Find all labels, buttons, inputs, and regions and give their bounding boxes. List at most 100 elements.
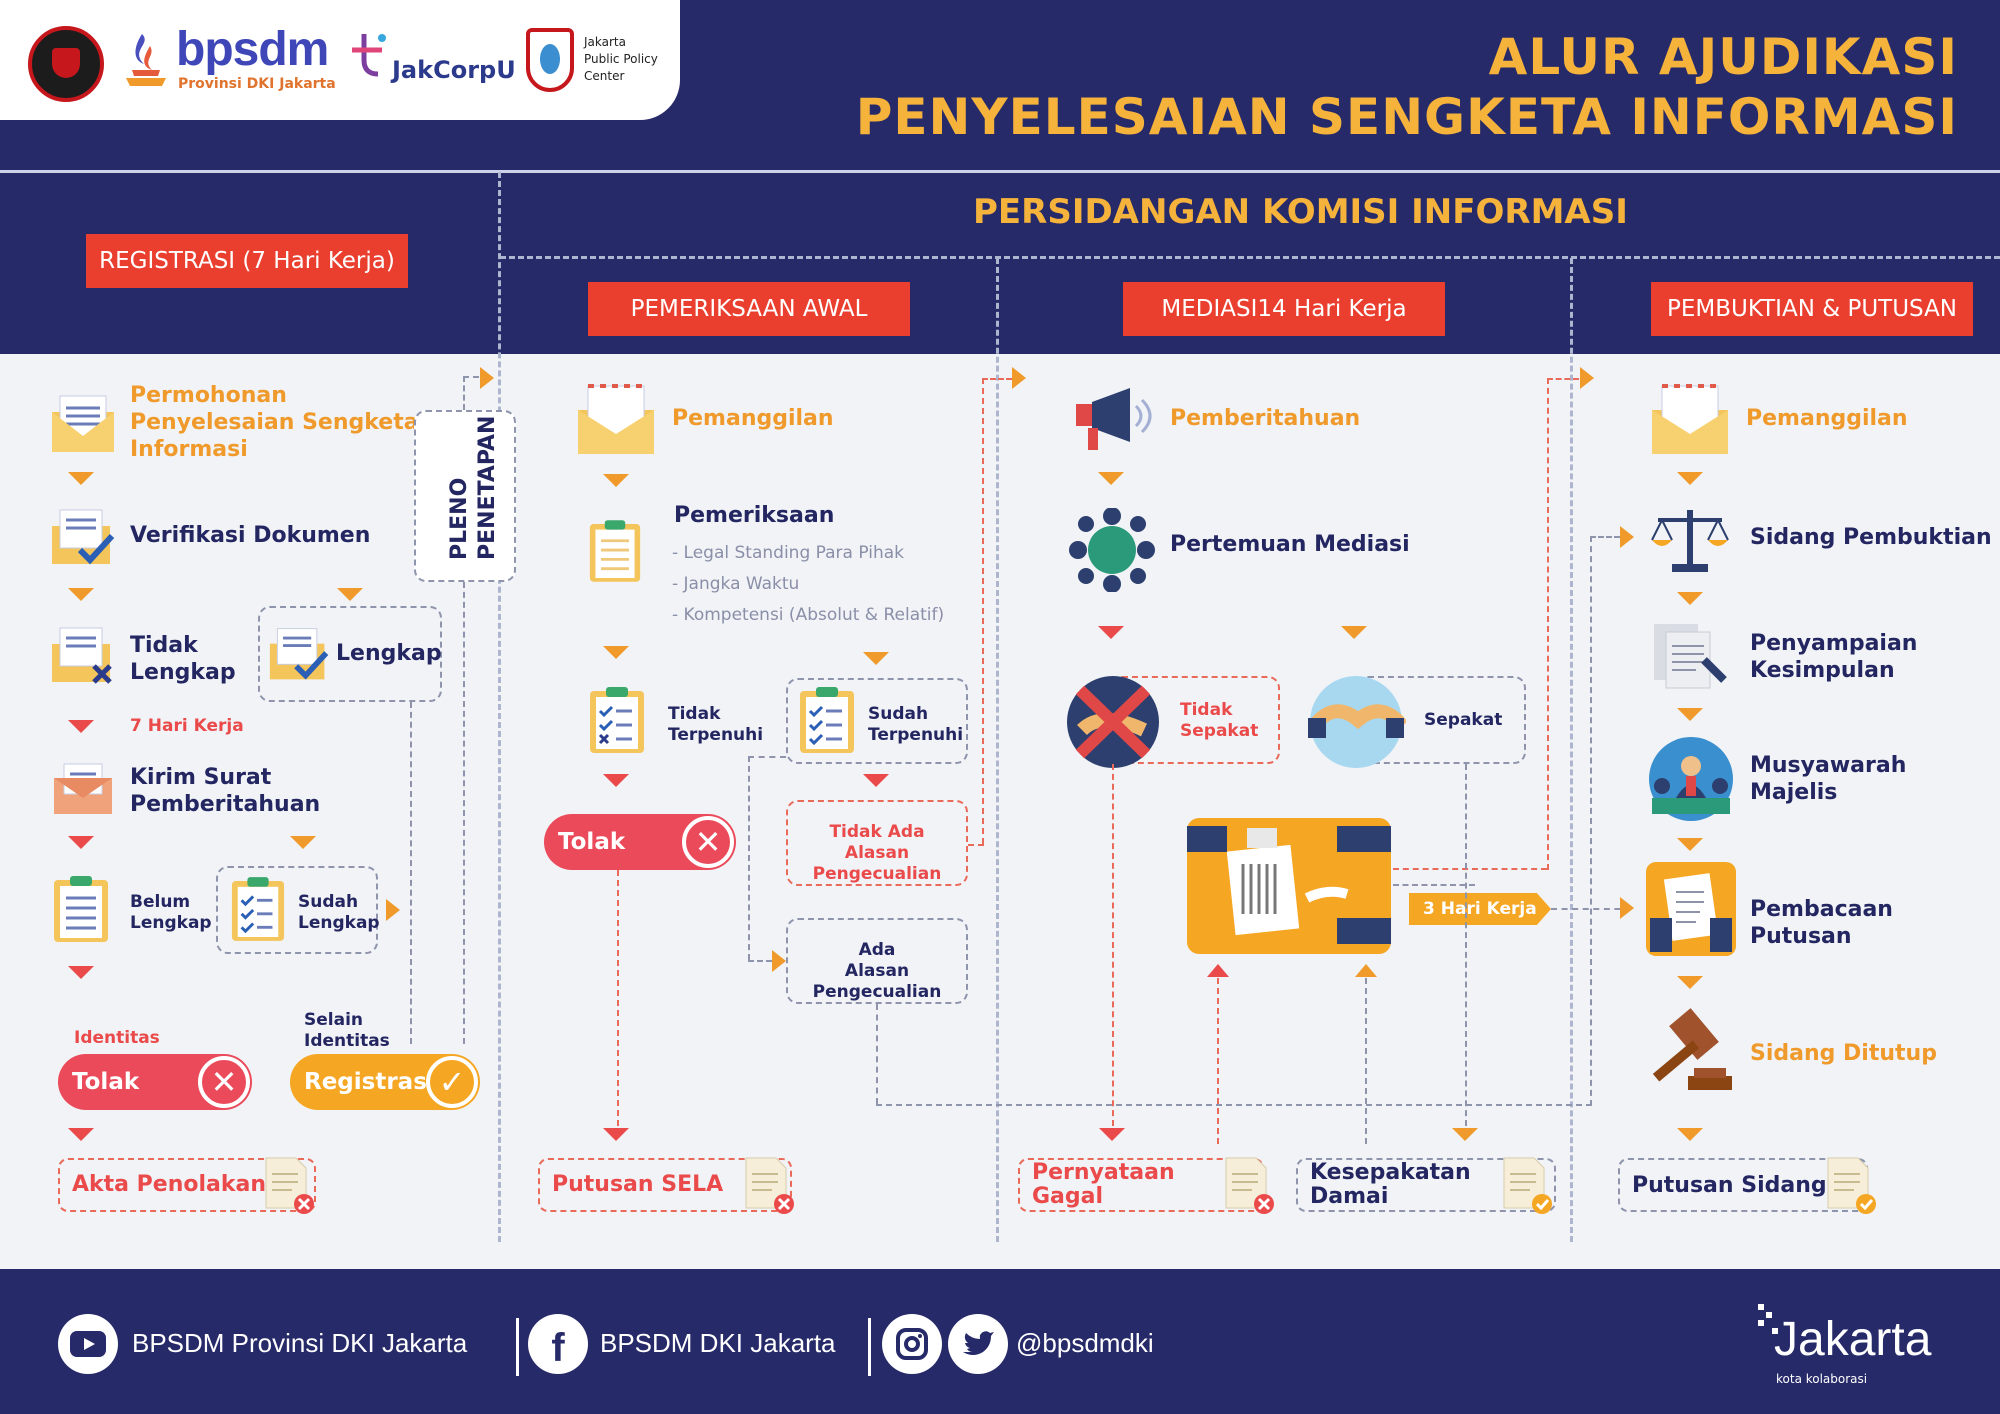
- jakarta-logo-dots: [1758, 1304, 1778, 1344]
- main-title-line2: PENYELESAIAN SENGKETA INFORMASI: [855, 88, 1958, 146]
- envelope-icon: [1648, 380, 1732, 458]
- connector-line: [1217, 978, 1219, 1144]
- jakarta-logo-text: Jakarta: [1774, 1313, 1932, 1366]
- connector-line: [1547, 378, 1549, 870]
- meeting-table-icon: [1068, 507, 1156, 593]
- x-icon: ✕: [198, 1056, 250, 1108]
- flow-arrow: [1098, 626, 1124, 639]
- footer-separator: [516, 1318, 519, 1376]
- flow-arrow: [1341, 626, 1367, 639]
- sidang-pembuktian-label: Sidang Pembuktian: [1750, 525, 1992, 550]
- envelope-icon: [50, 390, 116, 456]
- flow-arrow: [772, 950, 786, 972]
- flow-arrow: [68, 720, 94, 733]
- document-rejected-icon: [262, 1154, 314, 1216]
- flow-arrow: [1580, 367, 1594, 389]
- pemberitahuan-label: Pemberitahuan: [1170, 406, 1361, 431]
- connector-line: [1590, 536, 1592, 1106]
- flow-arrow: [1207, 964, 1229, 977]
- identitas-label: Identitas: [74, 1028, 160, 1048]
- youtube-link[interactable]: BPSDM Provinsi DKI Jakarta: [132, 1328, 468, 1358]
- document-rejected-icon: [1222, 1154, 1274, 1216]
- facebook-icon[interactable]: f: [528, 1314, 588, 1374]
- flow-arrow: [480, 367, 494, 389]
- tujuh-hari-label: 7 Hari Kerja: [130, 716, 244, 736]
- twitter-icon[interactable]: [948, 1314, 1008, 1374]
- section-divider: [500, 256, 2000, 259]
- logo-card: bpsdm Provinsi DKI Jakarta JakCorpU Jaka…: [0, 0, 680, 120]
- youtube-icon[interactable]: [58, 1314, 118, 1374]
- jppc-logo-text: Jakarta Public Policy Center: [584, 35, 658, 83]
- flow-arrow: [1012, 367, 1026, 389]
- column-divider: [498, 172, 501, 1242]
- bpsdm-flame-logo: [122, 30, 170, 88]
- pertemuan-mediasi-label: Pertemuan Mediasi: [1170, 532, 1410, 557]
- registrasi-badge: Registrasi ✓: [290, 1054, 480, 1110]
- flow-arrow: [68, 472, 94, 485]
- pemeriksaan-bullets: - Legal Standing Para Pihak- Jangka Wakt…: [672, 543, 945, 625]
- pembacaan-putusan-label: Pembacaan Putusan: [1750, 897, 1893, 949]
- flow-arrow: [68, 836, 94, 849]
- facebook-link[interactable]: BPSDM DKI Jakarta: [600, 1328, 836, 1358]
- jppc-shield-logo: [526, 28, 574, 92]
- sudah-lengkap-box: [216, 866, 378, 954]
- pemanggilan-label: Pemanggilan: [1746, 406, 1908, 431]
- flow-arrow: [1355, 964, 1377, 977]
- connector-line: [968, 844, 984, 846]
- instagram-icon[interactable]: [882, 1314, 942, 1374]
- connector-line: [1393, 868, 1547, 870]
- connector-line: [617, 870, 619, 1126]
- registrasi-tag: REGISTRASI (7 Hari Kerja): [86, 234, 408, 288]
- flow-arrow: [603, 474, 629, 487]
- connector-line: [463, 582, 465, 1044]
- flow-arrow: [863, 774, 889, 787]
- flow-arrow: [1099, 1128, 1125, 1141]
- column-divider: [996, 258, 999, 1242]
- flow-arrow: [603, 646, 629, 659]
- connector-line: [982, 378, 984, 844]
- connector-line: [876, 1104, 1592, 1106]
- document-check-icon: [268, 624, 330, 684]
- megaphone-icon: [1072, 384, 1156, 454]
- judges-panel-icon: [1646, 736, 1736, 822]
- lengkap-box: [258, 606, 442, 702]
- akta-penolakan-box: Akta Penolakan: [58, 1158, 316, 1212]
- documents-stack-icon: [1652, 620, 1730, 692]
- connector-line: [463, 376, 465, 410]
- header-divider: [0, 170, 2000, 173]
- connector-line: [463, 376, 479, 378]
- jakcorpu-logo-text: JakCorpU: [392, 56, 516, 84]
- lengkap-label: Lengkap: [336, 641, 442, 666]
- document-rejected-icon: [742, 1154, 794, 1216]
- clipboard-icon: [52, 874, 110, 944]
- mail-envelope-icon: [52, 760, 116, 818]
- putusan-sela-box: Putusan SELA: [538, 1158, 792, 1212]
- bpsdm-logo-subtext: Provinsi DKI Jakarta: [178, 76, 336, 92]
- main-title-line1: ALUR AJUDIKASI: [1488, 28, 1958, 86]
- social-handle[interactable]: @bpsdmdki: [1016, 1328, 1154, 1358]
- flow-arrow: [1452, 1128, 1478, 1141]
- flow-arrow: [863, 652, 889, 665]
- connector-line: [1547, 378, 1579, 380]
- pleno-penetapan-box: [414, 410, 516, 582]
- pemanggilan-label: Pemanggilan: [672, 406, 834, 431]
- sepakat-label: Sepakat: [1424, 710, 1503, 730]
- connector-line: [876, 1004, 878, 1104]
- clipboard-check-icon: [230, 874, 286, 944]
- document-check-icon: [50, 506, 116, 568]
- flow-arrow: [1677, 1128, 1703, 1141]
- flow-arrow: [603, 1128, 629, 1141]
- flow-arrow: [1677, 976, 1703, 989]
- reading-verdict-icon: [1646, 862, 1736, 956]
- connector-line: [1590, 536, 1620, 538]
